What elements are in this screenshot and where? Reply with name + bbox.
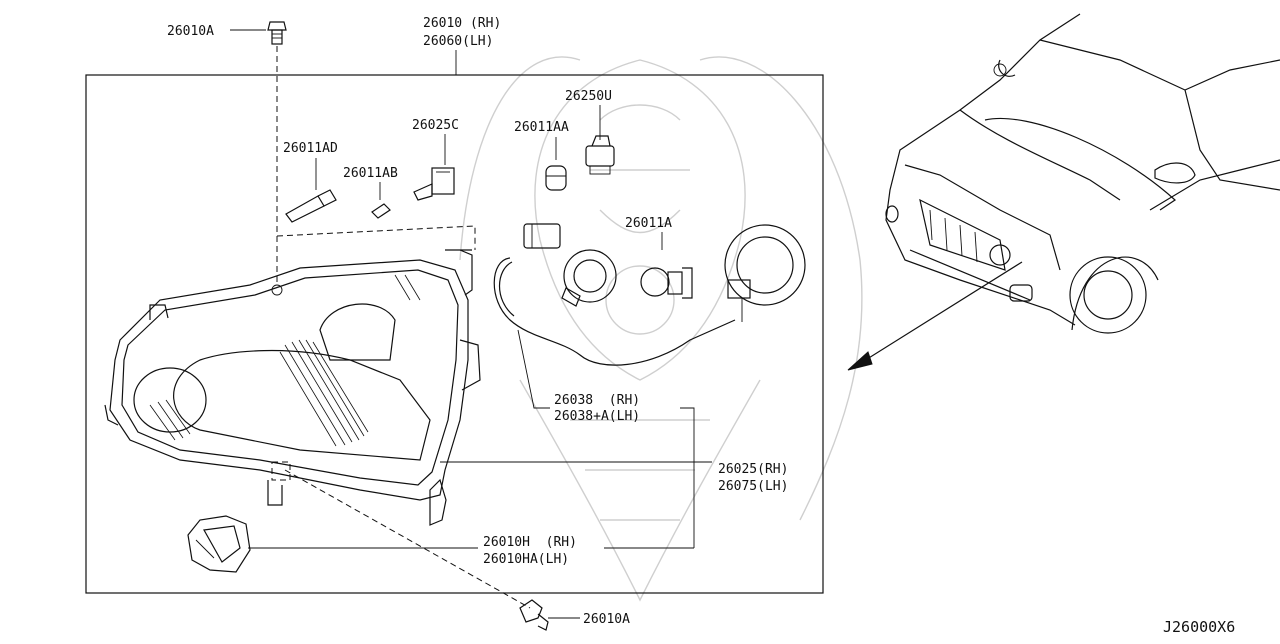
arrow-head-icon	[847, 351, 873, 371]
label-socket-c: 26025C	[412, 118, 459, 133]
label-bolt-top: 26010A	[167, 24, 214, 39]
bolt-bottom-part	[519, 599, 549, 631]
watermark-emblem	[459, 56, 863, 602]
label-bracket-lh: 26010HA(LH)	[483, 552, 569, 567]
bulb-ad-part	[285, 189, 337, 223]
label-assembly-rh: 26010 (RH)	[423, 16, 501, 31]
diagram-code: J26000X6	[1163, 618, 1235, 636]
bolt-top-part	[267, 21, 287, 45]
label-lens-lh: 26075(LH)	[718, 479, 788, 494]
label-assembly-lh: 26060(LH)	[423, 34, 493, 49]
housing-hatching	[149, 274, 421, 447]
bulb-a-part	[640, 267, 693, 299]
label-bulb-a: 26011A	[625, 216, 672, 231]
harness-wiring	[493, 223, 806, 366]
assembly-frame	[85, 74, 824, 594]
bulb-ab-part	[371, 203, 391, 219]
bracket-part	[187, 515, 251, 573]
label-lens-rh: 26025(RH)	[718, 462, 788, 477]
label-bracket-rh: 26010H (RH)	[483, 535, 577, 550]
headlamp-housing	[104, 249, 481, 526]
socket-c-part	[413, 167, 455, 201]
label-harness-rh: 26038 (RH)	[554, 393, 640, 408]
bulb-aa-part	[545, 165, 567, 191]
label-harness-lh: 26038+A(LH)	[554, 409, 640, 424]
vehicle-illustration	[885, 13, 1280, 334]
label-bulb-ab: 26011AB	[343, 166, 398, 181]
socket-u-part	[585, 135, 615, 175]
label-bulb-ad: 26011AD	[283, 141, 338, 156]
location-arrow	[855, 261, 1023, 367]
label-socket-u: 26250U	[565, 89, 612, 104]
label-bulb-aa: 26011AA	[514, 120, 569, 135]
label-bolt-bottom: 26010A	[583, 612, 630, 627]
